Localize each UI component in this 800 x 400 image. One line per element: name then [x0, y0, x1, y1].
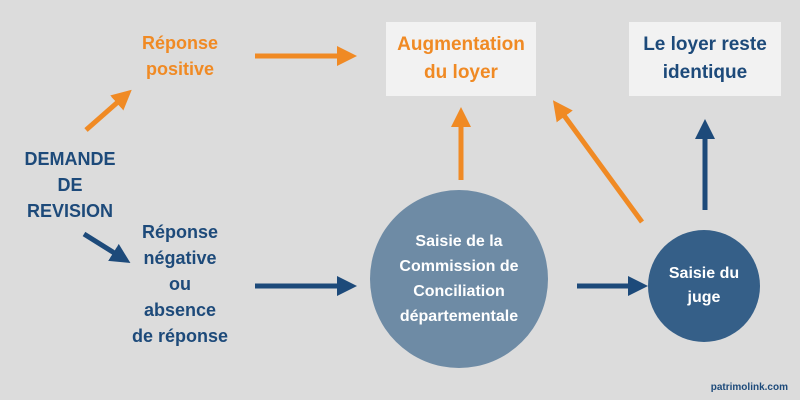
arrow-demande-to-reponse-positive	[84, 89, 132, 132]
patrimolink-credit: patrimolink.com	[710, 382, 788, 393]
reponse-positive-label: Réponse positive	[141, 33, 219, 79]
augmentation-du-loyer-box: Augmentation du loyer	[386, 22, 536, 96]
loyer-reste-identique-box: Le loyer reste identique	[629, 22, 781, 96]
demande-de-revision-label: DEMANDE DE REVISION	[24, 149, 116, 221]
juge-circle: Saisie du juge	[648, 230, 760, 342]
arrow-demande-to-reponse-negative	[82, 231, 131, 264]
reponse-negative-label: Réponse négative ou absence de réponse	[131, 222, 229, 346]
commission-circle: Saisie de la Commission de Conciliation …	[370, 190, 548, 368]
arrow-juge-to-augmentation	[552, 100, 645, 224]
